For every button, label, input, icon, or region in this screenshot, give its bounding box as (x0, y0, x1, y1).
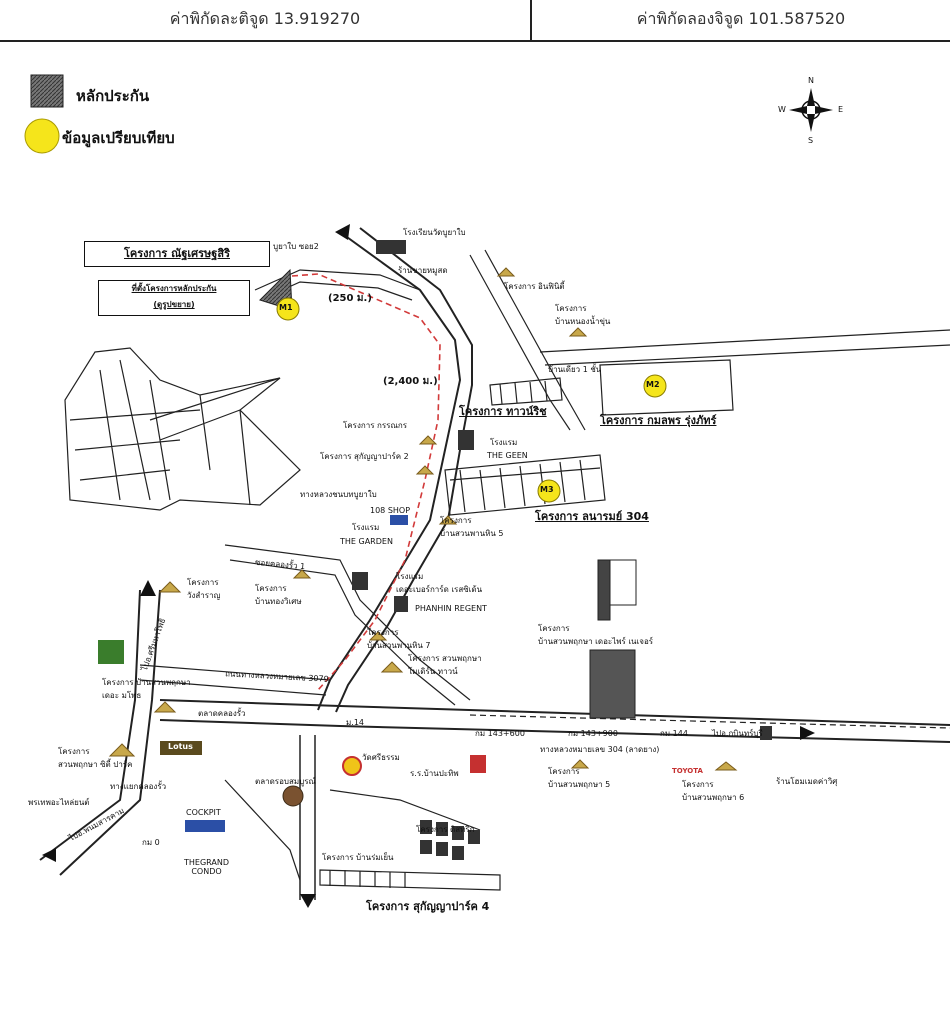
label-shop: ร้านขายหมูสด (398, 266, 448, 275)
label-108shop: 108 SHOP (370, 506, 411, 515)
label-road-buya: ทางหลวงชนบทบูยาใบ (300, 490, 377, 499)
label-market-rop: ตลาดรอบสมบูรณ์ (255, 777, 316, 786)
route-line (291, 273, 441, 691)
label-market-kolong: ตลาดคลองรั้ว (198, 709, 246, 718)
legend-comparable-label: ข้อมูลเปรียบเทียบ (62, 129, 175, 147)
label-banpanyo: ร.ร.บ้านปะทิพ (410, 769, 459, 778)
label-sukanya2: โครงการ สุกัญญาปาร์ค 2 (320, 452, 409, 461)
label-km143-900: กม 143+900 (568, 729, 618, 738)
label-infinity: โครงการ อินฟินิตี้ (504, 282, 565, 291)
legend-swatches (24, 74, 64, 154)
label-suanpattaya-nature: โครงการ บ้านสวนพฤกษา เดอะไพร์ เนเจอร์ (538, 624, 654, 646)
label-intersection: ทางแยกคลองรั้ว (110, 782, 167, 791)
label-the-geen: THE GEEN (487, 451, 528, 460)
market-icon (282, 785, 304, 807)
label-suanpattaya-city: โครงการ สวนพฤกษา ซิตี้ ปาร์ค (58, 747, 133, 769)
distance-250: (250 ม.) (328, 293, 372, 304)
label-toyota: TOYOTA (672, 767, 703, 775)
compass-n: N (808, 76, 814, 85)
latitude-label: ค่าพิกัดละติจูด 13.919270 (169, 9, 361, 28)
label-kamonporn: โครงการ กมลพร รุ่งภัทร์ (600, 414, 717, 427)
label-hotel-regent: โรงแรม เดอะเบอร์การ์ด เรสซิเด้น (396, 572, 483, 594)
label-ban-nong: โครงการ บ้านหนองน้ำขุ่น (555, 304, 611, 326)
header-divider (530, 0, 532, 40)
label-ban-thong: โครงการ บ้านทองวิเศษ (255, 584, 302, 606)
label-lanarom: โครงการ ลนารมย์ 304 (535, 510, 649, 523)
label-townplus: โครงการ ทาวน์ริช (459, 405, 547, 418)
compass-w: W (778, 105, 786, 114)
label-school: โรงเรียนวัดบูยาใบ (403, 228, 466, 237)
label-suanpanhin5: โครงการ บ้านสวนพานหิน 5 (440, 516, 504, 538)
marker-m2 (643, 374, 667, 398)
label-to-prachinburi: ไปอ.กบินทร์บุรี (712, 729, 763, 738)
gas-station-icon (342, 756, 362, 776)
project-name-box: โครงการ ณัฐเศรษฐสิริ (84, 241, 270, 267)
label-suanpattaya5: โครงการ บ้านสวนพฤกษา 5 (548, 767, 611, 789)
label-wang-charoen: โครงการ วังสำราญ (187, 578, 221, 600)
marker-m3 (537, 479, 561, 503)
compass-s: S (808, 136, 814, 145)
compass-e: E (838, 105, 844, 114)
label-cockpit: COCKPIT (186, 808, 221, 817)
label-thegrand: THEGRAND CONDO (184, 858, 230, 876)
marker-m2-label: M2 (646, 380, 660, 389)
marker-m3-label: M3 (540, 485, 554, 494)
label-suanpattaya-monte: โครงการ บ้านสวนพฤกษา เดอะ มโพธ (102, 678, 191, 700)
site-box: ที่ตั้งโครงการหลักประกัน (ดูรูปขยาย) (98, 280, 250, 316)
comparable-swatch (24, 118, 60, 154)
collateral-swatch (30, 74, 64, 108)
longitude-label: ค่าพิกัดลองจิจูด 101.587520 (636, 9, 846, 28)
label-hotel-geen: โรงแรม (490, 438, 518, 447)
legend-collateral-label: หลักประกัน (76, 87, 150, 105)
site-box-sub: (ดูรูปขยาย) (153, 300, 195, 309)
label-m14: ม.14 (346, 718, 364, 727)
site-box-title: ที่ตั้งโครงการหลักประกัน (131, 284, 217, 293)
label-phanhin-regent: PHANHIN REGENT (415, 604, 487, 613)
label-soi2: บูยาใบ ซอย2 (273, 242, 319, 251)
label-banrom: โครงการ บ้านร่มเย็น (322, 853, 394, 862)
label-km0: กม 0 (142, 838, 160, 847)
label-hotel-garden: โรงแรม (352, 523, 380, 532)
label-wat: วัดศรีธรรม (362, 753, 400, 762)
coordinate-header: ค่าพิกัดละติจูด 13.919270 ค่าพิกัดลองจิจ… (0, 0, 950, 42)
label-mall: ร้านโฮมเมดค่าวิศุ (776, 777, 838, 786)
label-dittrick: โครงการ ดิสทริก (416, 825, 475, 834)
label-house1: บ้านเดียว 1 ชั้น (548, 365, 602, 374)
distance-2400: (2,400 ม.) (383, 376, 438, 387)
label-lotus: Lotus (168, 742, 193, 751)
label-sukanya4: โครงการ สุกัญญาปาร์ค 4 (366, 900, 490, 913)
inset-map (64, 347, 301, 511)
label-road304: ทางหลวงหมายเลข 304 (ลาดยาง) (540, 745, 660, 754)
label-suanpattaya-modern: โครงการ สวนพฤกษา โมเดิร์น ทาวน์ (408, 654, 482, 676)
label-the-garden: THE GARDEN (340, 537, 393, 546)
label-suanpattaya6: โครงการ บ้านสวนพฤกษา 6 (682, 780, 745, 802)
label-km143-600: กม 143+600 (475, 729, 525, 738)
label-korranan: โครงการ กรรณกร (343, 421, 408, 430)
marker-m1 (276, 297, 300, 321)
label-workshop: พรเทพอะไหล่ยนต์ (28, 798, 90, 807)
label-km144: กม 144 (660, 729, 688, 738)
label-suanpanhin7: โครงการ บ้านสวนพานหิน 7 (367, 628, 431, 650)
marker-m1-label: M1 (279, 303, 293, 312)
